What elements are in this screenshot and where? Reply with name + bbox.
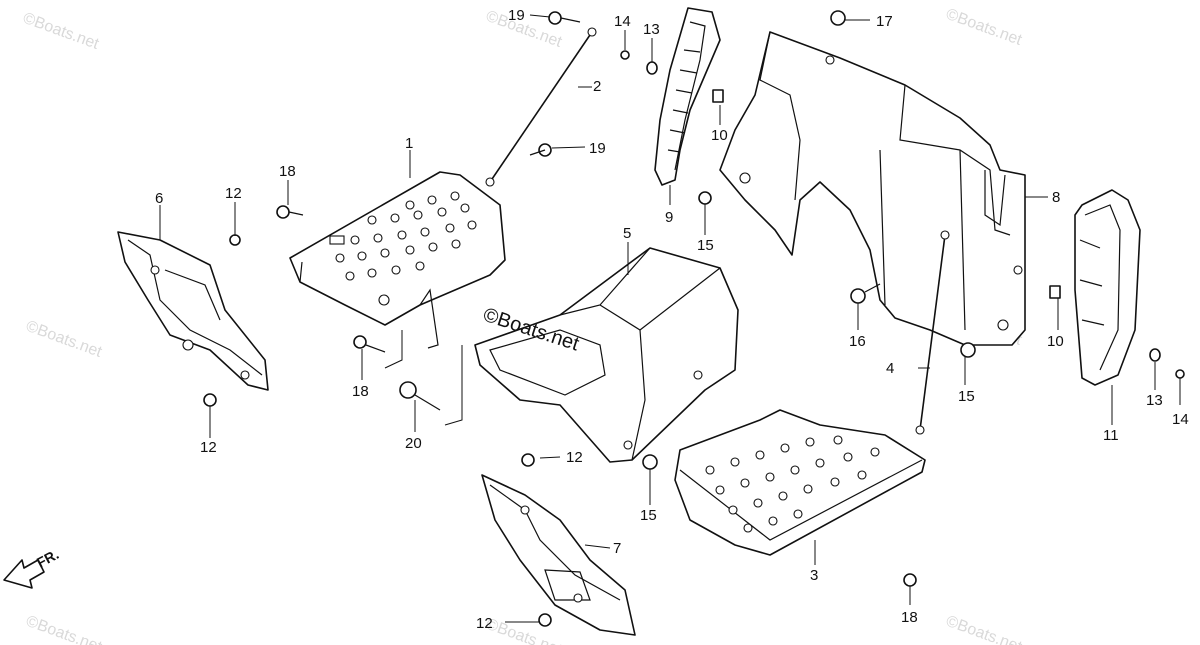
callout-5: 5 bbox=[623, 225, 631, 242]
part-1-upper-floor-plate bbox=[289, 171, 506, 349]
callout-15: 15 bbox=[958, 388, 975, 405]
bolt-icon bbox=[203, 393, 217, 407]
part-4-stay-rod bbox=[919, 234, 946, 431]
bolt-icon bbox=[830, 10, 846, 26]
watermark: ©Boats.net bbox=[944, 613, 1025, 645]
part-2-stay-rod bbox=[489, 31, 593, 183]
bolt-icon bbox=[399, 381, 441, 411]
washer-icon bbox=[646, 61, 658, 75]
watermark: ©Boats.net bbox=[24, 613, 105, 645]
screw-icon bbox=[620, 50, 630, 60]
washer-icon bbox=[1149, 348, 1161, 362]
bolt-icon bbox=[698, 191, 712, 205]
part-8-rear-panel bbox=[719, 31, 1026, 346]
bolt-icon bbox=[521, 453, 535, 467]
clip-nut-icon bbox=[712, 89, 724, 103]
callout-12: 12 bbox=[476, 615, 493, 632]
bolt-icon bbox=[850, 283, 881, 304]
part-6-front-side-bracket bbox=[117, 231, 269, 391]
callout-14: 14 bbox=[614, 13, 631, 30]
bolt-icon bbox=[642, 454, 658, 470]
part-3-lower-floor-plate bbox=[674, 409, 926, 556]
callout-8: 8 bbox=[1052, 189, 1060, 206]
callout-7: 7 bbox=[613, 540, 621, 557]
callout-19: 19 bbox=[508, 7, 525, 24]
screw-icon bbox=[229, 234, 241, 246]
callout-15: 15 bbox=[640, 507, 657, 524]
watermark: ©Boats.net bbox=[24, 318, 105, 361]
callout-18: 18 bbox=[279, 163, 296, 180]
leader-lines bbox=[159, 14, 1181, 623]
bolt-icon bbox=[903, 573, 917, 587]
callout-12: 12 bbox=[225, 185, 242, 202]
fasteners bbox=[203, 10, 1185, 627]
callout-12: 12 bbox=[566, 449, 583, 466]
callout-17: 17 bbox=[876, 13, 893, 30]
clip-nut-icon bbox=[1049, 285, 1061, 299]
part-9-side-grille bbox=[654, 7, 721, 186]
callout-labels: 1 2 3 4 5 6 7 8 9 10 10 11 12 12 12 12 1… bbox=[155, 7, 1189, 632]
bolt-icon bbox=[548, 11, 581, 25]
callout-10: 10 bbox=[1047, 333, 1064, 350]
bolt-icon bbox=[529, 143, 552, 157]
callout-14: 14 bbox=[1172, 411, 1189, 428]
callout-13: 13 bbox=[643, 21, 660, 38]
front-direction-arrow: FR. bbox=[3, 546, 61, 589]
arrow-left-icon bbox=[3, 559, 45, 589]
watermark: ©Boats.net bbox=[21, 10, 102, 53]
callout-1: 1 bbox=[405, 135, 413, 152]
bolt-icon bbox=[538, 613, 552, 627]
callout-6: 6 bbox=[155, 190, 163, 207]
callout-9: 9 bbox=[665, 209, 673, 226]
part-5-center-duct bbox=[474, 247, 739, 463]
watermark: ©Boats.net bbox=[484, 616, 565, 645]
callout-10: 10 bbox=[711, 127, 728, 144]
callout-12: 12 bbox=[200, 439, 217, 456]
callout-3: 3 bbox=[810, 567, 818, 584]
callout-11: 11 bbox=[1103, 427, 1119, 444]
part-7-lower-bracket bbox=[481, 474, 636, 636]
callout-16: 16 bbox=[849, 333, 866, 350]
callout-20: 20 bbox=[405, 435, 422, 452]
callout-19: 19 bbox=[589, 140, 606, 157]
callout-18: 18 bbox=[901, 609, 918, 626]
bolt-icon bbox=[353, 335, 386, 353]
part-11-side-cover bbox=[1074, 189, 1141, 386]
callout-18: 18 bbox=[352, 383, 369, 400]
watermark: ©Boats.net bbox=[944, 6, 1025, 49]
screw-icon bbox=[1175, 369, 1185, 379]
callout-4: 4 bbox=[886, 360, 894, 377]
bolt-icon bbox=[960, 342, 976, 358]
callout-15: 15 bbox=[697, 237, 714, 254]
bolt-icon bbox=[276, 205, 304, 219]
callout-2: 2 bbox=[593, 78, 601, 95]
callout-13: 13 bbox=[1146, 392, 1163, 409]
